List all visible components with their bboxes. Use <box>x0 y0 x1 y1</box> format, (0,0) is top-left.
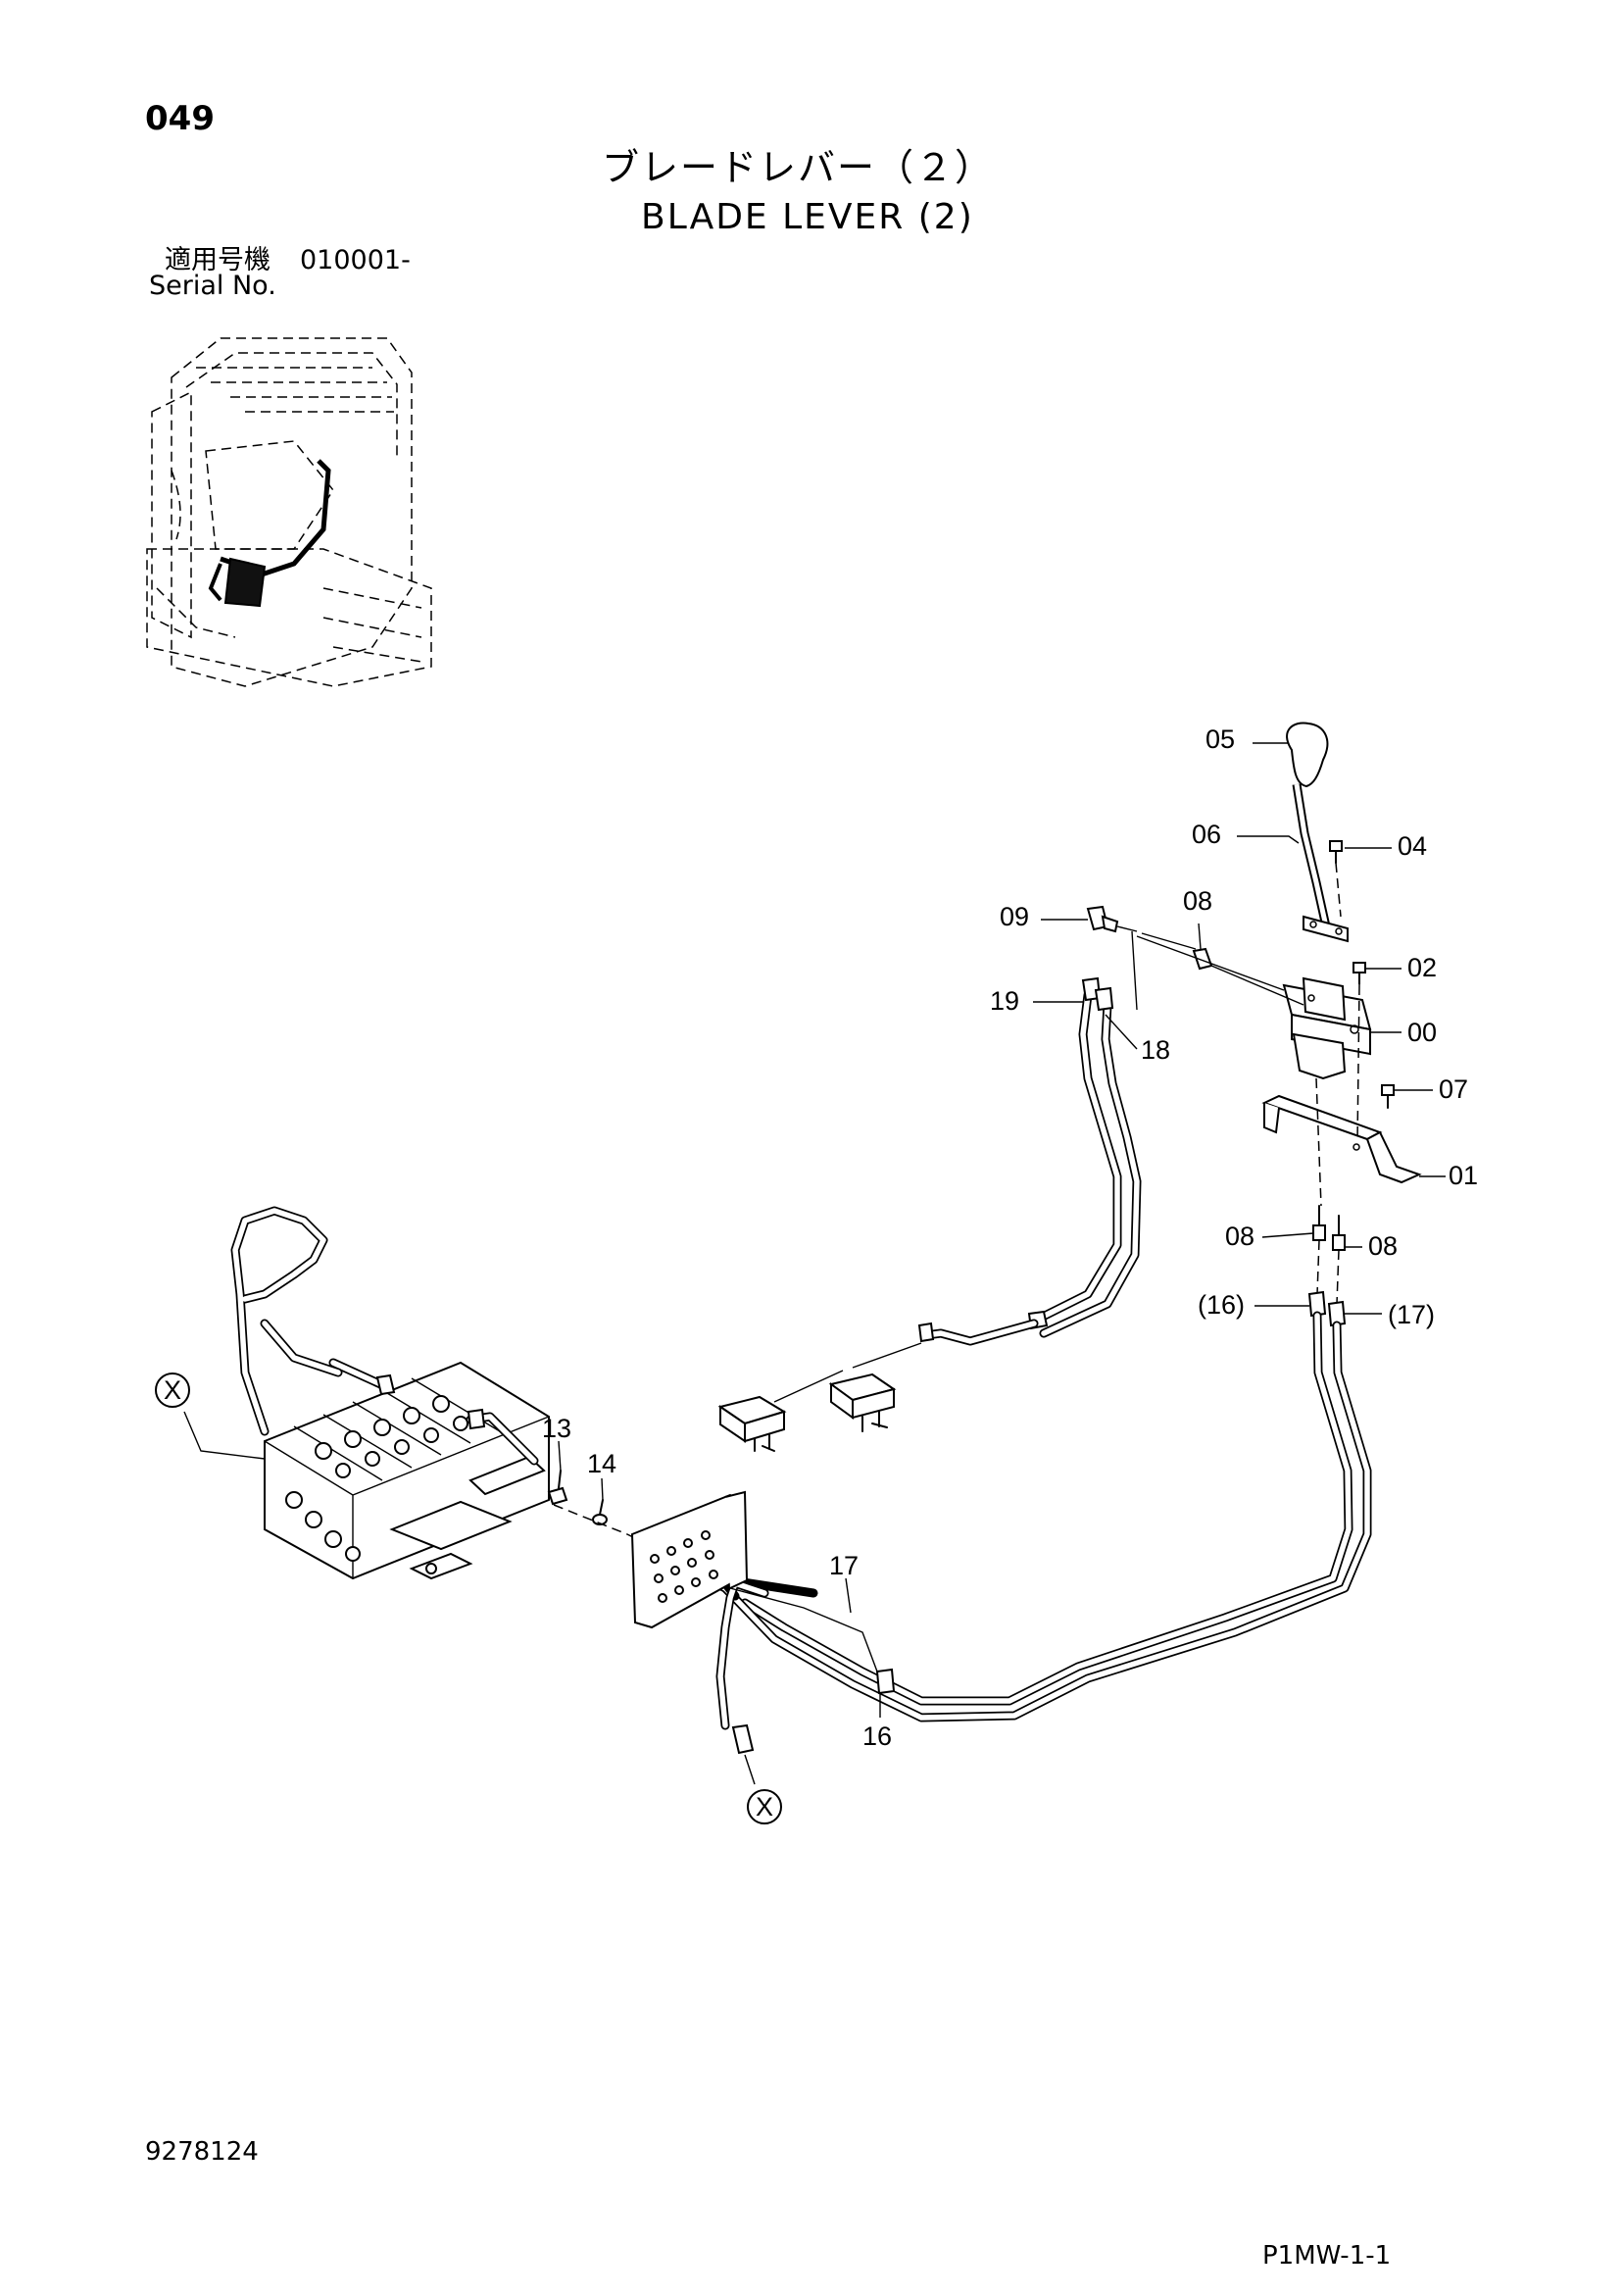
pilot-valve-body <box>1282 976 1372 1080</box>
nut-13 <box>547 1470 568 1506</box>
return-hose-to-x <box>701 1575 818 1785</box>
hose-through-plate <box>729 1587 878 1672</box>
label-16: 16 <box>862 1722 892 1751</box>
page-code: P1MW-1-1 <box>1262 2241 1392 2271</box>
bracket-leader <box>1315 1077 1322 1207</box>
label-17: 17 <box>829 1551 859 1580</box>
label-02: 02 <box>1407 953 1437 982</box>
connection-line-diag <box>1131 930 1138 1011</box>
document-number: 9278124 <box>145 2137 259 2167</box>
label-00: 00 <box>1407 1018 1437 1047</box>
label-17-reference: (17) <box>1388 1300 1435 1329</box>
label-08-left: 08 <box>1225 1222 1254 1251</box>
serial-label-japanese: 適用号機 <box>165 245 270 275</box>
label-08-right: 08 <box>1368 1231 1398 1261</box>
lever-rod <box>1292 783 1331 927</box>
connection-marker-x-bottom: X <box>747 1789 782 1824</box>
connection-line-diag2 <box>1136 935 1285 991</box>
lever-knob <box>1286 722 1329 788</box>
fitting-08-left <box>1312 1205 1326 1241</box>
mounting-plate <box>630 1490 749 1629</box>
bolt-07 <box>1381 1084 1395 1109</box>
nut-washer-leader <box>553 1504 648 1545</box>
connection-line-valve <box>1210 965 1304 1006</box>
valve-pilot-lines <box>230 1206 539 1466</box>
pilot-hose-18-19 <box>917 976 1142 1346</box>
connection-marker-x-left-label: X <box>164 1375 181 1405</box>
page-title-japanese: ブレードレバー（２） <box>602 146 995 189</box>
pilot-hose-16-17 <box>711 1290 1372 1722</box>
mounting-bracket <box>1261 1094 1422 1184</box>
bolt-04 <box>1329 840 1343 864</box>
hose-dash-to-valve <box>773 1342 922 1403</box>
label-16-reference: (16) <box>1198 1290 1245 1320</box>
connection-line-top <box>1116 925 1197 950</box>
label-07: 07 <box>1439 1074 1468 1104</box>
serial-label-english: Serial No. <box>149 271 276 301</box>
bracket-leader-2 <box>1356 984 1360 1143</box>
label-06: 06 <box>1192 820 1221 849</box>
label-01: 01 <box>1449 1161 1478 1190</box>
lever-assembly-leader <box>1335 862 1342 918</box>
page-title-english: BLADE LEVER (2) <box>641 197 974 237</box>
callout-leaders <box>558 742 1446 1718</box>
page-number: 049 <box>145 99 215 138</box>
label-19: 19 <box>990 986 1019 1016</box>
label-04: 04 <box>1398 831 1427 861</box>
label-14: 14 <box>587 1449 616 1478</box>
connection-marker-x-left: X <box>155 1373 190 1408</box>
connection-marker-x-bottom-label: X <box>756 1792 773 1822</box>
label-18: 18 <box>1141 1035 1170 1065</box>
serial-number-value: 010001- <box>300 245 411 275</box>
fitting-leader <box>1316 1239 1340 1305</box>
x-leader-left <box>183 1411 266 1460</box>
label-13: 13 <box>542 1414 571 1443</box>
label-05: 05 <box>1205 724 1235 754</box>
washer-14 <box>592 1499 608 1525</box>
fitting-08-right <box>1332 1215 1346 1251</box>
bolt-02 <box>1352 962 1366 985</box>
label-08-top: 08 <box>1183 886 1212 916</box>
cab-location-thumbnail <box>146 337 432 687</box>
shuttle-valve-left <box>717 1395 787 1452</box>
label-09: 09 <box>1000 902 1029 931</box>
control-valve-block <box>264 1361 550 1580</box>
shuttle-valve-right <box>828 1373 897 1432</box>
lever-bracket-plate <box>1303 915 1349 943</box>
elbow-fitting-09 <box>1086 905 1119 933</box>
